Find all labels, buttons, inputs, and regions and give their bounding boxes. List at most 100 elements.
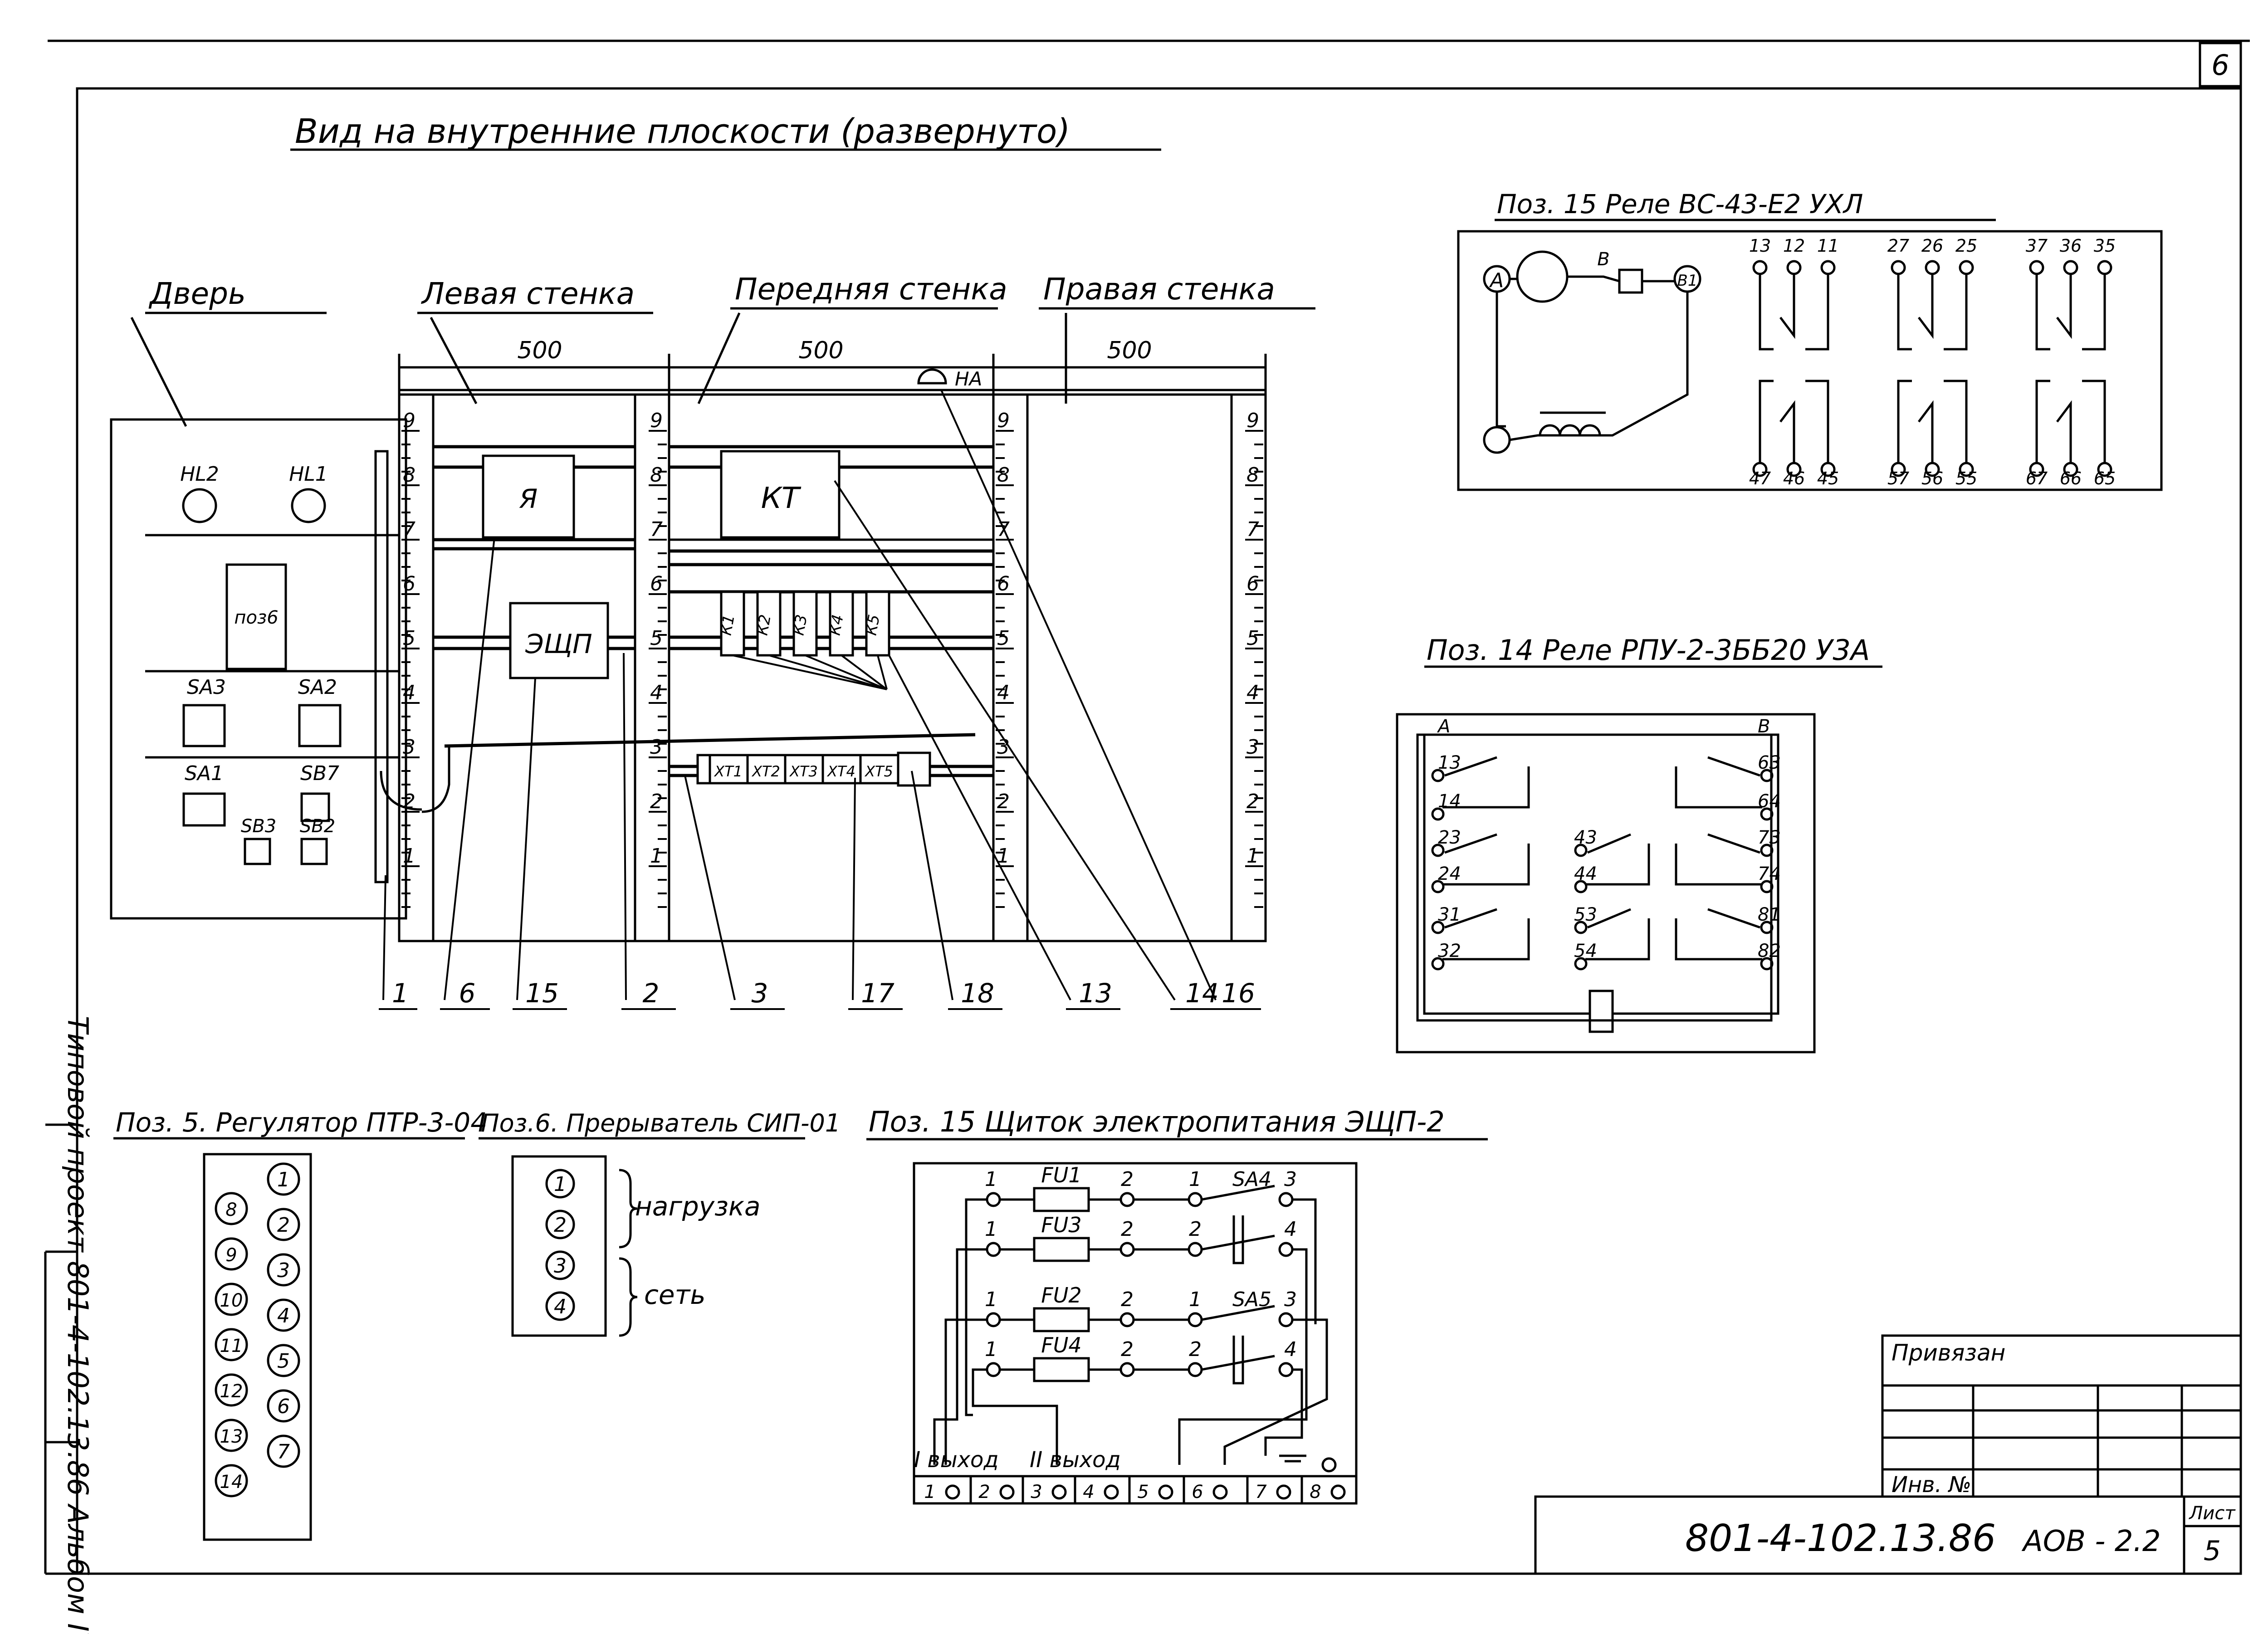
pos14-relay-title: Поз. 14 Реле РПУ-2-3ББ20 У3А <box>1427 634 1870 667</box>
pos5-terminal: 14 <box>220 1472 243 1493</box>
scale-tick-label: 6 <box>997 572 1010 595</box>
pos5-terminal: 12 <box>220 1381 243 1402</box>
pos15-bottom-terminal: 67 <box>2026 468 2048 488</box>
scale-tick-label: 7 <box>650 518 663 541</box>
pos15-bottom-terminal: 47 <box>1749 468 1771 488</box>
pos6-terminal: 3 <box>554 1254 567 1278</box>
panel-num: 1 <box>1189 1288 1202 1311</box>
panel-num: 2 <box>1189 1218 1202 1241</box>
doc-code: 801-4-102.13.86 <box>1685 1517 1996 1560</box>
pos14-left-label: А <box>1437 716 1450 737</box>
pos6-group-net: сеть <box>644 1279 706 1310</box>
pos15-top-terminal: 27 <box>1887 236 1909 256</box>
panel-switch-label: SA4 <box>1232 1168 1271 1191</box>
pos15-bottom-terminal: 57 <box>1887 468 1909 488</box>
scale-tick-label: 2 <box>650 790 663 813</box>
wall-right-label: Правая стенка <box>1043 272 1275 307</box>
pos15-top-terminal: 26 <box>1921 236 1943 256</box>
scale-tick-label: 5 <box>997 627 1010 650</box>
terminal-label: ХТ3 <box>789 763 818 780</box>
panel-bottom-terminal: 1 <box>924 1482 935 1502</box>
side-stamp-text: Типовой проект 801-4-102.13.86 Альбом IV <box>61 1016 94 1634</box>
pos15-bottom-terminal: 45 <box>1817 468 1839 488</box>
callout-number: 1 <box>392 978 409 1009</box>
door-device-sb3: SB3 <box>241 816 276 837</box>
panel-switch-label: SA5 <box>1232 1288 1271 1311</box>
panel-num: 1 <box>985 1218 997 1241</box>
scale-tick-label: 9 <box>650 409 663 432</box>
pos5-terminal: 10 <box>220 1290 243 1311</box>
inv-label: Инв. № <box>1892 1472 1971 1497</box>
panel-fuse-label: FU4 <box>1041 1333 1081 1357</box>
panel-num: 1 <box>1189 1168 1202 1191</box>
component-ekshp: ЭЩП <box>525 629 592 659</box>
relay-label: К1 <box>717 613 738 637</box>
pos5-terminal: 7 <box>277 1440 290 1463</box>
scale-tick-label: 7 <box>403 518 415 541</box>
panel-num: 4 <box>1284 1218 1297 1241</box>
pos14-left-label: 23 <box>1438 827 1461 848</box>
door-device-pos6: поз6 <box>234 607 278 628</box>
pos5-terminal: 8 <box>225 1200 237 1220</box>
pos14-left-label: 24 <box>1438 863 1461 884</box>
scale-tick-label: 5 <box>1246 627 1259 650</box>
pos5-terminal: 9 <box>225 1245 237 1266</box>
pos15-top-terminal: 12 <box>1783 236 1805 256</box>
relay-label: К5 <box>862 613 883 637</box>
doc-designation: АОВ - 2.2 <box>2021 1525 2161 1558</box>
pos14-left-label: 13 <box>1438 752 1461 773</box>
callout-number: 15 <box>525 978 559 1009</box>
relay-label: К2 <box>753 613 774 637</box>
sheet-number: 5 <box>2204 1535 2221 1567</box>
pos5-terminal: 1 <box>277 1168 290 1191</box>
panel-num: 1 <box>985 1168 997 1191</box>
pos14-left-label: 32 <box>1438 941 1461 961</box>
door-device-sa3: SA3 <box>187 676 226 699</box>
pos6-terminal: 2 <box>554 1214 567 1237</box>
pos15-bottom-terminal: 56 <box>1921 468 1943 488</box>
pos6-terminal: 1 <box>554 1173 567 1196</box>
component-ra: Я <box>519 483 538 514</box>
pos14-relay-block: Поз. 14 Реле РПУ-2-3ББ20 У3А А1314232431… <box>1396 634 1882 1054</box>
wall-left-label: Левая стенка <box>421 276 635 311</box>
scale-tick-label: 1 <box>403 844 415 868</box>
title-block: Привязан Инв. № 801-4-102.13.86 АОВ - 2.… <box>1534 1334 2242 1575</box>
scale-tick-label: 8 <box>403 463 415 487</box>
scale-tick-label: 4 <box>650 681 663 704</box>
scale-tick-label: 5 <box>403 627 415 650</box>
bound-label: Привязан <box>1892 1340 2005 1366</box>
scale-tick-label: 1 <box>650 844 663 868</box>
door-label: Дверь <box>148 276 246 311</box>
panel-num: 1 <box>985 1338 997 1361</box>
callout-number: 14 <box>1185 978 1219 1009</box>
pos6-terminal: 4 <box>554 1295 567 1318</box>
pos15-relay-block: Поз. 15 Реле ВС-43-Е2 УХЛ А В В1 1347124… <box>1457 189 2163 491</box>
panel-bottom-terminal: 5 <box>1137 1482 1149 1502</box>
dim-left: 500 <box>517 337 562 364</box>
panel-num: 3 <box>1284 1168 1297 1191</box>
scale-tick-label: 4 <box>997 681 1010 704</box>
scale-tick-label: 3 <box>650 736 663 759</box>
panel-bottom-terminal: 4 <box>1083 1482 1094 1502</box>
callout-number: 17 <box>861 978 894 1009</box>
pos6-terminals: 1 2 3 4 <box>545 1169 575 1321</box>
scale-tick-label: 4 <box>1246 681 1259 704</box>
callout-number: 16 <box>1222 978 1255 1009</box>
pos15-coil-b: В <box>1597 249 1609 270</box>
corner-sheet-number: 6 <box>2211 49 2229 82</box>
component-ha: НА <box>955 368 982 390</box>
pos15-coil-b1: В1 <box>1677 272 1698 290</box>
scale-tick-label: 8 <box>997 463 1010 487</box>
terminal-label: ХТ5 <box>864 763 893 780</box>
pos6-group-load: нагрузка <box>635 1191 761 1222</box>
relay-label: К3 <box>789 613 811 637</box>
panel-output-2: II выход <box>1030 1447 1121 1473</box>
pos15-top-terminal: 25 <box>1955 236 1977 256</box>
panel-num: 4 <box>1284 1338 1297 1361</box>
scale-tick-label: 6 <box>403 572 415 595</box>
